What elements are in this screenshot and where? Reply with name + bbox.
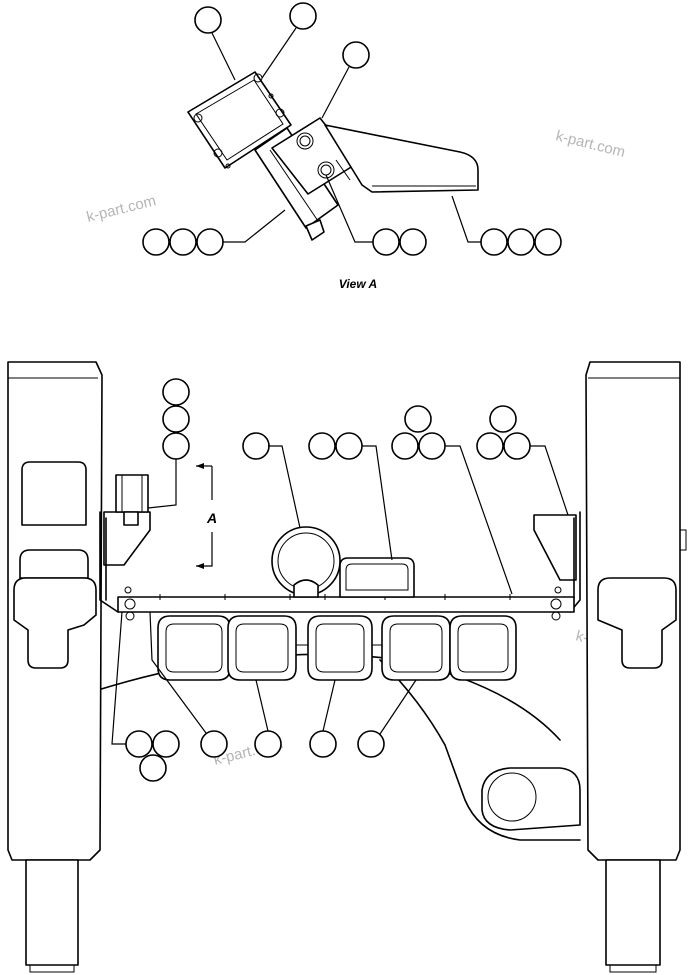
view-a-balloon [169,228,197,256]
view-a-balloon [507,228,535,256]
balloon [357,730,385,758]
view-a-balloon [372,228,400,256]
balloon [335,432,363,460]
view-a-balloon [399,228,427,256]
balloon [308,432,336,460]
section-marker-label: A [206,510,217,526]
view-a-balloon [534,228,562,256]
balloon [162,432,190,460]
horn [271,526,341,598]
balloon [162,378,190,406]
balloon [254,730,282,758]
view-a-balloon [342,41,370,69]
view-a-balloon [289,2,317,30]
watermark: k-part.com [554,127,627,161]
balloon [404,405,432,433]
view-a-detail: View A [142,2,562,291]
mounting-rail [117,596,575,613]
main-assembly: A [7,361,687,973]
balloon [125,730,153,758]
balloon [139,754,167,782]
balloon [476,432,504,460]
view-a-balloon [196,228,224,256]
right-frame [585,361,687,973]
watermark: k-part.com [85,192,158,226]
view-a-mount-plate [187,71,292,169]
balloon [152,730,180,758]
view-a-caption: View A [339,277,377,291]
balloon [503,432,531,460]
view-a-arm [324,124,479,193]
view-a-balloon [480,228,508,256]
balloon [309,730,337,758]
left-frame [7,361,103,973]
balloon [489,405,517,433]
view-a-balloon [194,6,222,34]
balloon [391,432,419,460]
balloon [162,405,190,433]
control-box [339,557,415,598]
lamp-modules [157,615,517,681]
balloon [242,432,270,460]
balloon [418,432,446,460]
view-a-balloon [142,228,170,256]
section-marker: A [196,463,217,569]
left-bracket [99,474,151,613]
balloon [200,730,228,758]
